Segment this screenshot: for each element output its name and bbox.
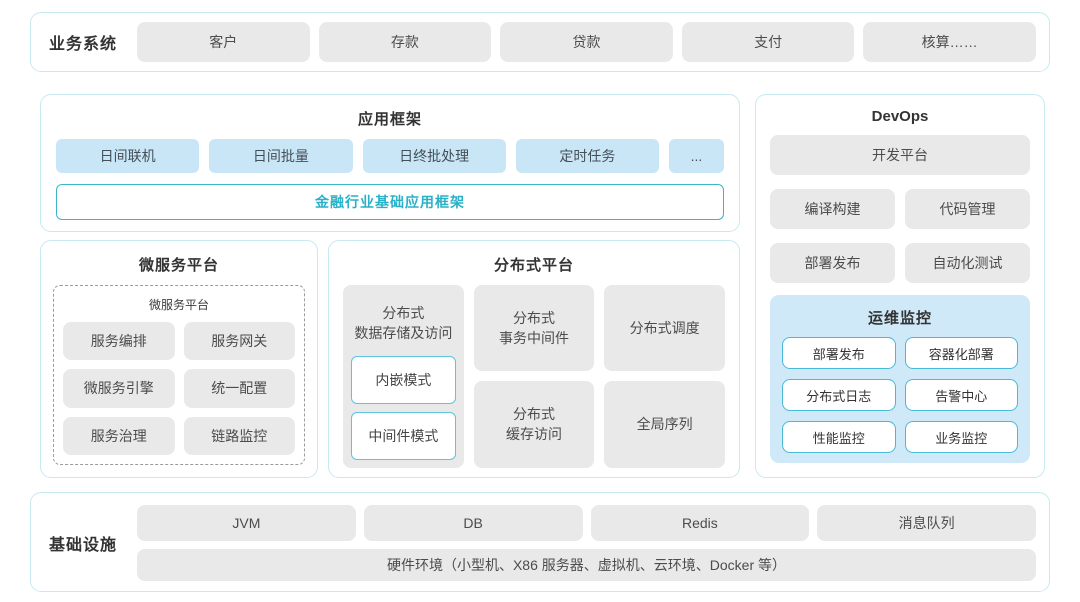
business-system-accounting: 核算…… (863, 22, 1036, 62)
business-system-loan: 贷款 (500, 22, 673, 62)
microservice-grid: 服务编排 服务网关 微服务引擎 统一配置 服务治理 链路监控 (63, 322, 295, 455)
redis-block: Redis (590, 505, 810, 541)
eod-batch-block: 日终批处理 (362, 139, 506, 173)
business-systems-panel: 业务系统 客户 存款 贷款 支付 核算…… (30, 12, 1050, 72)
alert-center-block: 告警中心 (904, 379, 1018, 411)
infrastructure-row: JVM DB Redis 消息队列 (137, 505, 1036, 541)
ops-monitoring-panel: 运维监控 部署发布 容器化部署 分布式日志 告警中心 性能监控 业务监控 (770, 295, 1030, 463)
service-orchestration-block: 服务编排 (63, 322, 175, 361)
db-block: DB (363, 505, 583, 541)
middle-zone: 应用框架 日间联机 日间批量 日终批处理 定时任务 ... 金融行业基础应用框架… (40, 94, 1045, 478)
app-framework-title: 应用框架 (357, 111, 422, 128)
business-systems-label: 业务系统 (49, 36, 118, 53)
daytime-batch-block: 日间批量 (209, 139, 353, 173)
platforms-row: 微服务平台 微服务平台 服务编排 服务网关 微服务引擎 统一配置 服务治理 链路… (40, 240, 740, 478)
embedded-mode-block: 内嵌模式 (351, 355, 456, 404)
distributed-transaction-block: 分布式 事务中间件 (473, 285, 595, 372)
app-framework-panel: 应用框架 日间联机 日间批量 日终批处理 定时任务 ... 金融行业基础应用框架 (40, 94, 740, 232)
global-sequence-block: 全局序列 (604, 381, 725, 468)
ops-deploy-release-block: 部署发布 (782, 337, 896, 369)
jvm-block: JVM (137, 505, 356, 541)
microservice-platform-title: 微服务平台 (138, 257, 219, 274)
microservice-inner-box: 微服务平台 服务编排 服务网关 微服务引擎 统一配置 服务治理 链路监控 (53, 285, 305, 465)
microservice-platform-panel: 微服务平台 微服务平台 服务编排 服务网关 微服务引擎 统一配置 服务治理 链路… (40, 240, 318, 478)
deploy-release-block: 部署发布 (770, 243, 895, 283)
middleware-mode-block: 中间件模式 (351, 411, 456, 460)
business-monitoring-block: 业务监控 (904, 421, 1018, 453)
business-system-payment: 支付 (681, 22, 855, 62)
finance-base-framework-block: 金融行业基础应用框架 (56, 184, 724, 220)
microservice-inner-title: 微服务平台 (148, 298, 209, 312)
distributed-storage-title: 分布式 数据存储及访问 (354, 305, 453, 342)
distributed-scheduling-block: 分布式调度 (604, 285, 725, 372)
distributed-platform-panel: 分布式平台 分布式 数据存储及访问 内嵌模式 中间件模式 分布式 事务中间件 分… (328, 240, 740, 478)
dev-platform-block: 开发平台 (770, 135, 1030, 175)
business-system-deposit: 存款 (318, 22, 492, 62)
automated-testing-block: 自动化测试 (905, 243, 1030, 283)
service-governance-block: 服务治理 (63, 416, 175, 455)
distributed-platform-title: 分布式平台 (493, 257, 574, 274)
ops-monitoring-title: 运维监控 (867, 310, 932, 327)
infrastructure-panel: 基础设施 JVM DB Redis 消息队列 硬件环境（小型机、X86 服务器、… (30, 492, 1050, 592)
performance-monitoring-block: 性能监控 (782, 421, 896, 453)
daytime-online-block: 日间联机 (56, 139, 200, 173)
infrastructure-content: JVM DB Redis 消息队列 硬件环境（小型机、X86 服务器、虚拟机、云… (137, 505, 1036, 581)
hardware-environment-block: 硬件环境（小型机、X86 服务器、虚拟机、云环境、Docker 等） (137, 549, 1036, 581)
microservice-engine-block: 微服务引擎 (63, 369, 175, 408)
devops-panel: DevOps 开发平台 编译构建 代码管理 部署发布 自动化测试 运维监控 部署… (755, 94, 1045, 478)
distributed-storage-block: 分布式 数据存储及访问 内嵌模式 中间件模式 (343, 285, 464, 468)
code-management-block: 代码管理 (905, 189, 1030, 229)
devops-tools-grid: 编译构建 代码管理 部署发布 自动化测试 (770, 189, 1030, 283)
service-gateway-block: 服务网关 (183, 322, 295, 361)
business-system-customer: 客户 (137, 22, 310, 62)
scheduled-task-block: 定时任务 (515, 139, 659, 173)
infrastructure-label: 基础设施 (49, 537, 118, 554)
ops-monitoring-grid: 部署发布 容器化部署 分布式日志 告警中心 性能监控 业务监控 (782, 337, 1018, 453)
trace-monitoring-block: 链路监控 (183, 416, 295, 455)
distributed-cache-block: 分布式 缓存访问 (473, 381, 595, 468)
devops-title: DevOps (871, 108, 929, 125)
business-systems-row: 客户 存款 贷款 支付 核算…… (137, 22, 1036, 62)
distributed-log-block: 分布式日志 (782, 379, 896, 411)
message-queue-block: 消息队列 (817, 505, 1036, 541)
distributed-grid: 分布式 数据存储及访问 内嵌模式 中间件模式 分布式 事务中间件 分布式调度 分… (343, 285, 725, 468)
left-column: 应用框架 日间联机 日间批量 日终批处理 定时任务 ... 金融行业基础应用框架… (40, 94, 740, 478)
compile-build-block: 编译构建 (770, 189, 895, 229)
container-deploy-block: 容器化部署 (904, 337, 1018, 369)
more-block: ... (669, 139, 724, 173)
app-framework-row: 日间联机 日间批量 日终批处理 定时任务 ... (56, 139, 724, 173)
unified-config-block: 统一配置 (183, 369, 295, 408)
